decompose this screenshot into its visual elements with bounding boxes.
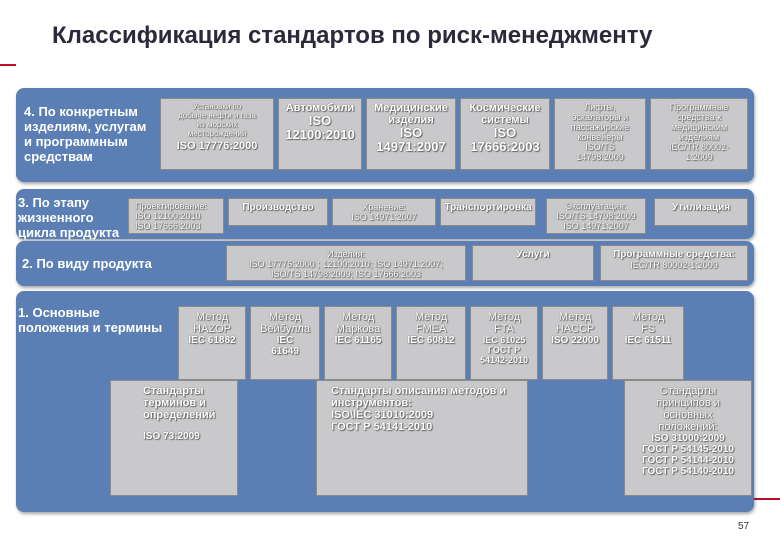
method-weibull-box: Метод Вейбулла IEC 61649: [250, 306, 320, 380]
standards-terms-box: Стандарты терминов и определений ISO 73:…: [110, 380, 238, 496]
box-name: Хранение:: [362, 202, 406, 212]
lifecycle-storage-box: Хранение: ISO 14971:2007: [332, 198, 436, 226]
box-code: ISO 14971:2007: [351, 212, 417, 222]
box-name: Утилизация: [671, 202, 731, 213]
box-name: Эксплуатация:: [565, 201, 627, 211]
lifecycle-operation-box: Эксплуатация: ISO/TS 14798:2009 ISO 1497…: [546, 198, 646, 234]
method-fs-box: Метод FS IEC 61511: [612, 306, 684, 380]
method-haccp-box: Метод HACCP ISO 22000: [542, 306, 608, 380]
box-name: Метод FTA: [487, 311, 521, 335]
method-fta-box: Метод FTA IEC 61025 ГОСТ Р 54142-2010: [470, 306, 538, 380]
product-medical-box: Медицинские изделия ISO 14971:2007: [366, 98, 456, 170]
box-code: ISO 31000:2009 ГОСТ Р 54145-2010 ГОСТ Р …: [641, 433, 734, 477]
box-name: Лифты, эскалаторы и пассажирские конвейе…: [570, 102, 630, 142]
box-name: Услуги: [516, 249, 550, 260]
box-name: Проектирование:: [135, 201, 207, 211]
type-services-box: Услуги: [472, 245, 594, 281]
standards-methods-box: Стандарты описания методов и инструменто…: [316, 380, 528, 496]
band-products-label: 4. По конкретным изделиям, услугам и про…: [24, 104, 147, 164]
box-name: Программные средства:: [613, 249, 735, 260]
box-code: IEC 61882: [188, 335, 236, 346]
page-title: Классификация стандартов по риск-менеджм…: [52, 22, 653, 49]
box-name: Стандарты принципов и основных положений…: [656, 385, 720, 433]
box-code: ISO\IEC 31010:2009 ГОСТ Р 54141-2010: [331, 409, 434, 433]
title-underline: [0, 64, 16, 66]
box-code: ISO 14971:2007: [376, 125, 446, 154]
box-code: IEC 61025 ГОСТ Р 54142-2010: [479, 335, 529, 365]
box-code: ISO 22000: [551, 335, 599, 346]
box-name: Медицинские изделия: [374, 102, 448, 126]
type-goods-box: Изделия: ISO 17776:2000 ; 12100:2010; IS…: [226, 245, 466, 281]
box-name: Стандарты описания методов и инструменто…: [331, 385, 507, 409]
box-code: ISO 17776:2000 ; 12100:2010; ISO 14971:2…: [249, 259, 443, 279]
box-name: Изделия:: [326, 249, 365, 259]
method-fmea-box: Метод FMEA IEC 60812: [396, 306, 466, 380]
box-name: Метод HAZOP: [193, 311, 231, 335]
box-code: ISO 17666:2003: [470, 125, 540, 154]
type-software-box: Программные средства: IEC/TR 80002-1:200…: [600, 245, 748, 281]
standards-principles-box: Стандарты принципов и основных положений…: [624, 380, 752, 496]
product-elevators-box: Лифты, эскалаторы и пассажирские конвейе…: [554, 98, 646, 170]
box-code: IEC/TR 80002- 1:2009: [668, 142, 730, 162]
band-product-type-label: 2. По виду продукта: [22, 256, 152, 271]
product-offshore-box: Установки по добыче нефти и газа из морс…: [160, 98, 274, 170]
lifecycle-production-box: Производство: [228, 198, 328, 226]
box-name: Установки по добыче нефти и газа из морс…: [178, 102, 256, 138]
box-code: ISO 17776:2000: [176, 140, 258, 152]
lifecycle-disposal-box: Утилизация: [654, 198, 748, 226]
box-code: ISO/TS 14798:2009: [576, 142, 624, 162]
box-name: Стандарты терминов и определений: [143, 385, 216, 421]
band-basics-label: 1. Основные положения и термины: [18, 305, 163, 335]
box-name: Метод FS: [631, 311, 665, 335]
box-code: IEC 61649: [271, 335, 299, 357]
box-code: IEC 61165: [334, 335, 382, 346]
box-name: Космические системы: [469, 102, 541, 126]
box-name: Метод HACCP: [555, 311, 595, 335]
box-name: Программные средства к медицинским издел…: [669, 102, 729, 142]
box-name: Транспортировка: [444, 202, 532, 213]
method-markov-box: Метод Маркова IEC 61165: [324, 306, 392, 380]
box-name: Метод FMEA: [414, 311, 448, 335]
box-code: IEC/TR 80002-1:2009: [630, 260, 718, 270]
page-number: 57: [738, 521, 750, 532]
method-hazop-box: Метод HAZOP IEC 61882: [178, 306, 246, 380]
box-code: IEC 61511: [624, 335, 672, 346]
box-name: Производство: [242, 202, 314, 213]
product-automobiles-box: Автомобили ISO 12100:2010: [278, 98, 362, 170]
box-code: ISO 12100:2010: [285, 113, 355, 142]
band-lifecycle-label: 3. По этапу жизненного цикла продукта: [18, 195, 120, 240]
product-space-box: Космические системы ISO 17666:2003: [460, 98, 550, 170]
product-software-box: Программные средства к медицинским издел…: [650, 98, 748, 170]
box-name: Метод Маркова: [335, 311, 381, 335]
box-code: ISO 73:2009: [143, 431, 200, 442]
box-code: ISO/TS 14798:2009 ISO 14971:2007: [556, 211, 636, 231]
lifecycle-design-box: Проектирование: ISO 12100:2010 ISO 17666…: [128, 198, 224, 234]
box-name: Автомобили: [285, 102, 355, 114]
box-name: Метод Вейбулла: [260, 311, 310, 335]
lifecycle-transport-box: Транспортировка: [440, 198, 536, 226]
box-code: IEC 60812: [407, 335, 455, 346]
box-code: ISO 12100:2010 ISO 17666:2003: [135, 211, 201, 231]
